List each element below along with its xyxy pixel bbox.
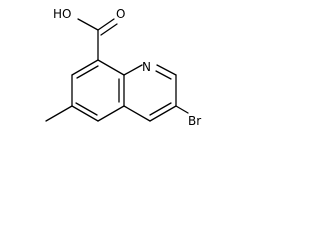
bond-c6-methyl (45, 105, 73, 122)
bond-c3-c4 (149, 105, 177, 122)
bond-c4-c4a (123, 105, 151, 122)
bond-carbonyl-1 (97, 18, 115, 31)
structure-canvas: HO O N Br (0, 0, 224, 158)
bond-c8-c8a (97, 59, 125, 76)
bond-c5-c6-inner (75, 102, 98, 116)
bond-c3-c4-inner (149, 102, 172, 116)
bond-c7-c8-inner (76, 65, 99, 79)
bond-carboxyl-oh (77, 18, 99, 31)
bond-carbonyl-2 (100, 23, 118, 36)
quinoline-structure-diagram: HO O N Br (45, 7, 201, 128)
bond-c5-c6 (71, 105, 99, 122)
bond-n1-c2-inner (155, 70, 172, 80)
bond-c8a-n1 (123, 64, 143, 76)
bond-c4a-c5 (97, 105, 125, 122)
bond-n1-c2 (156, 64, 177, 76)
label-carboxyl-oh: HO (53, 7, 71, 21)
bond-c3-br (175, 105, 189, 114)
label-carbonyl-o: O (116, 7, 125, 21)
label-ring-nitrogen: N (142, 60, 151, 74)
bond-c7-c8 (71, 59, 99, 76)
label-bromine: Br (188, 114, 201, 128)
